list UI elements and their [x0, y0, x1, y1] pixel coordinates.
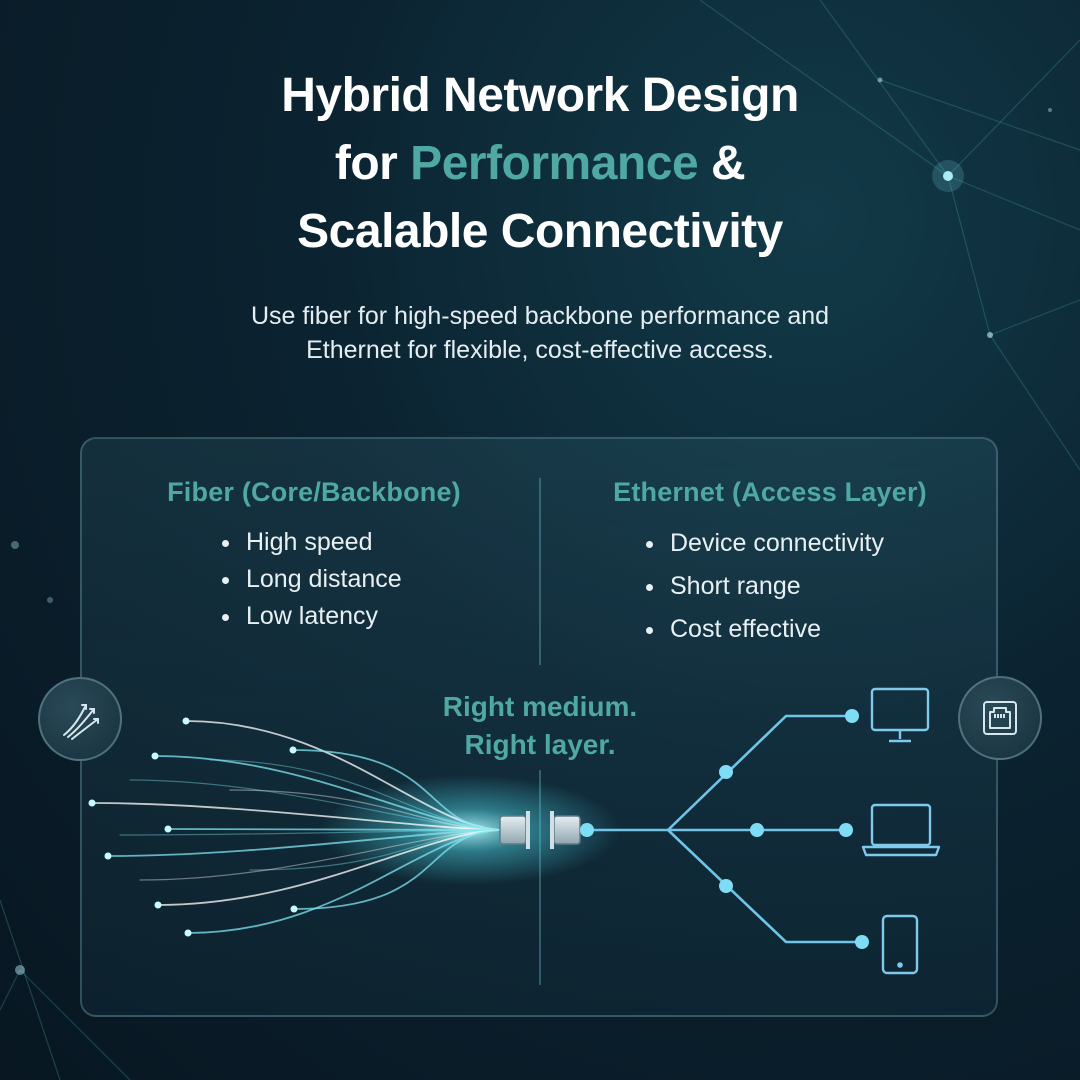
connector [499, 811, 581, 849]
list-item: Long distance [220, 561, 402, 598]
tagline: Right medium. Right layer. [340, 688, 740, 764]
fiber-strand [154, 755, 501, 831]
title-line-1: Hybrid Network Design [281, 69, 799, 122]
ethernet-heading: Ethernet (Access Layer) [613, 477, 927, 507]
fiber-strand [229, 789, 501, 831]
list-item: Low latency [220, 598, 402, 635]
fiber-strand [107, 829, 501, 857]
fiber-strands [91, 720, 501, 934]
fiber-strand-tip [289, 746, 297, 754]
title-prefix: for [334, 137, 411, 190]
fiber-strand [292, 749, 501, 831]
list-item: Device connectivity [644, 522, 884, 565]
smartphone-icon [881, 914, 919, 975]
fiber-strand [167, 828, 501, 831]
subtitle-line-2: Ethernet for flexible, cost-effective ac… [306, 336, 774, 364]
fiber-feature-list: High speed Long distance Low latency [220, 524, 402, 635]
list-item: Short range [644, 565, 884, 608]
fiber-optic-icon [38, 677, 122, 761]
ethernet-feature-list: Device connectivity Short range Cost eff… [644, 522, 884, 651]
fiber-strand-tip [151, 752, 159, 760]
fiber-strand [91, 802, 501, 831]
fiber-strand [187, 829, 501, 934]
fiber-heading: Fiber (Core/Backbone) [167, 477, 461, 507]
fiber-strand [157, 829, 501, 906]
tagline-line-2: Right layer. [464, 729, 616, 760]
fiber-strand-tip [164, 825, 172, 833]
fiber-strand [209, 759, 501, 831]
desktop-monitor-icon [870, 687, 930, 743]
page-title: Hybrid Network Design for Performance & … [0, 62, 1080, 266]
title-accent: Performance [410, 137, 699, 190]
list-item: High speed [220, 524, 402, 561]
fiber-tips [88, 717, 298, 937]
fiber-strand [249, 829, 501, 871]
fiber-strand-tip [182, 717, 190, 725]
fiber-strand [119, 829, 501, 836]
comparison-panel [80, 437, 998, 1017]
ethernet-nodes [580, 709, 869, 949]
fiber-strand-tip [184, 929, 192, 937]
fiber-strand-tip [154, 901, 162, 909]
fiber-strand [129, 779, 501, 831]
list-item: Cost effective [644, 608, 884, 651]
subtitle-line-1: Use fiber for high-speed backbone perfor… [250, 302, 830, 330]
fiber-strand [139, 829, 501, 881]
subtitle: Use fiber for high-speed backbone perfor… [0, 299, 1080, 367]
fiber-strand-tip [104, 852, 112, 860]
tagline-line-1: Right medium. [442, 691, 638, 722]
title-line-3: Scalable Connectivity [297, 205, 783, 258]
laptop-icon [861, 803, 941, 857]
fiber-strand-tip [290, 905, 298, 913]
title-line-2: for Performance & [0, 130, 1080, 198]
fiber-strand-tip [88, 799, 96, 807]
title-suffix: & [698, 137, 746, 190]
ethernet-port-icon [958, 676, 1042, 760]
